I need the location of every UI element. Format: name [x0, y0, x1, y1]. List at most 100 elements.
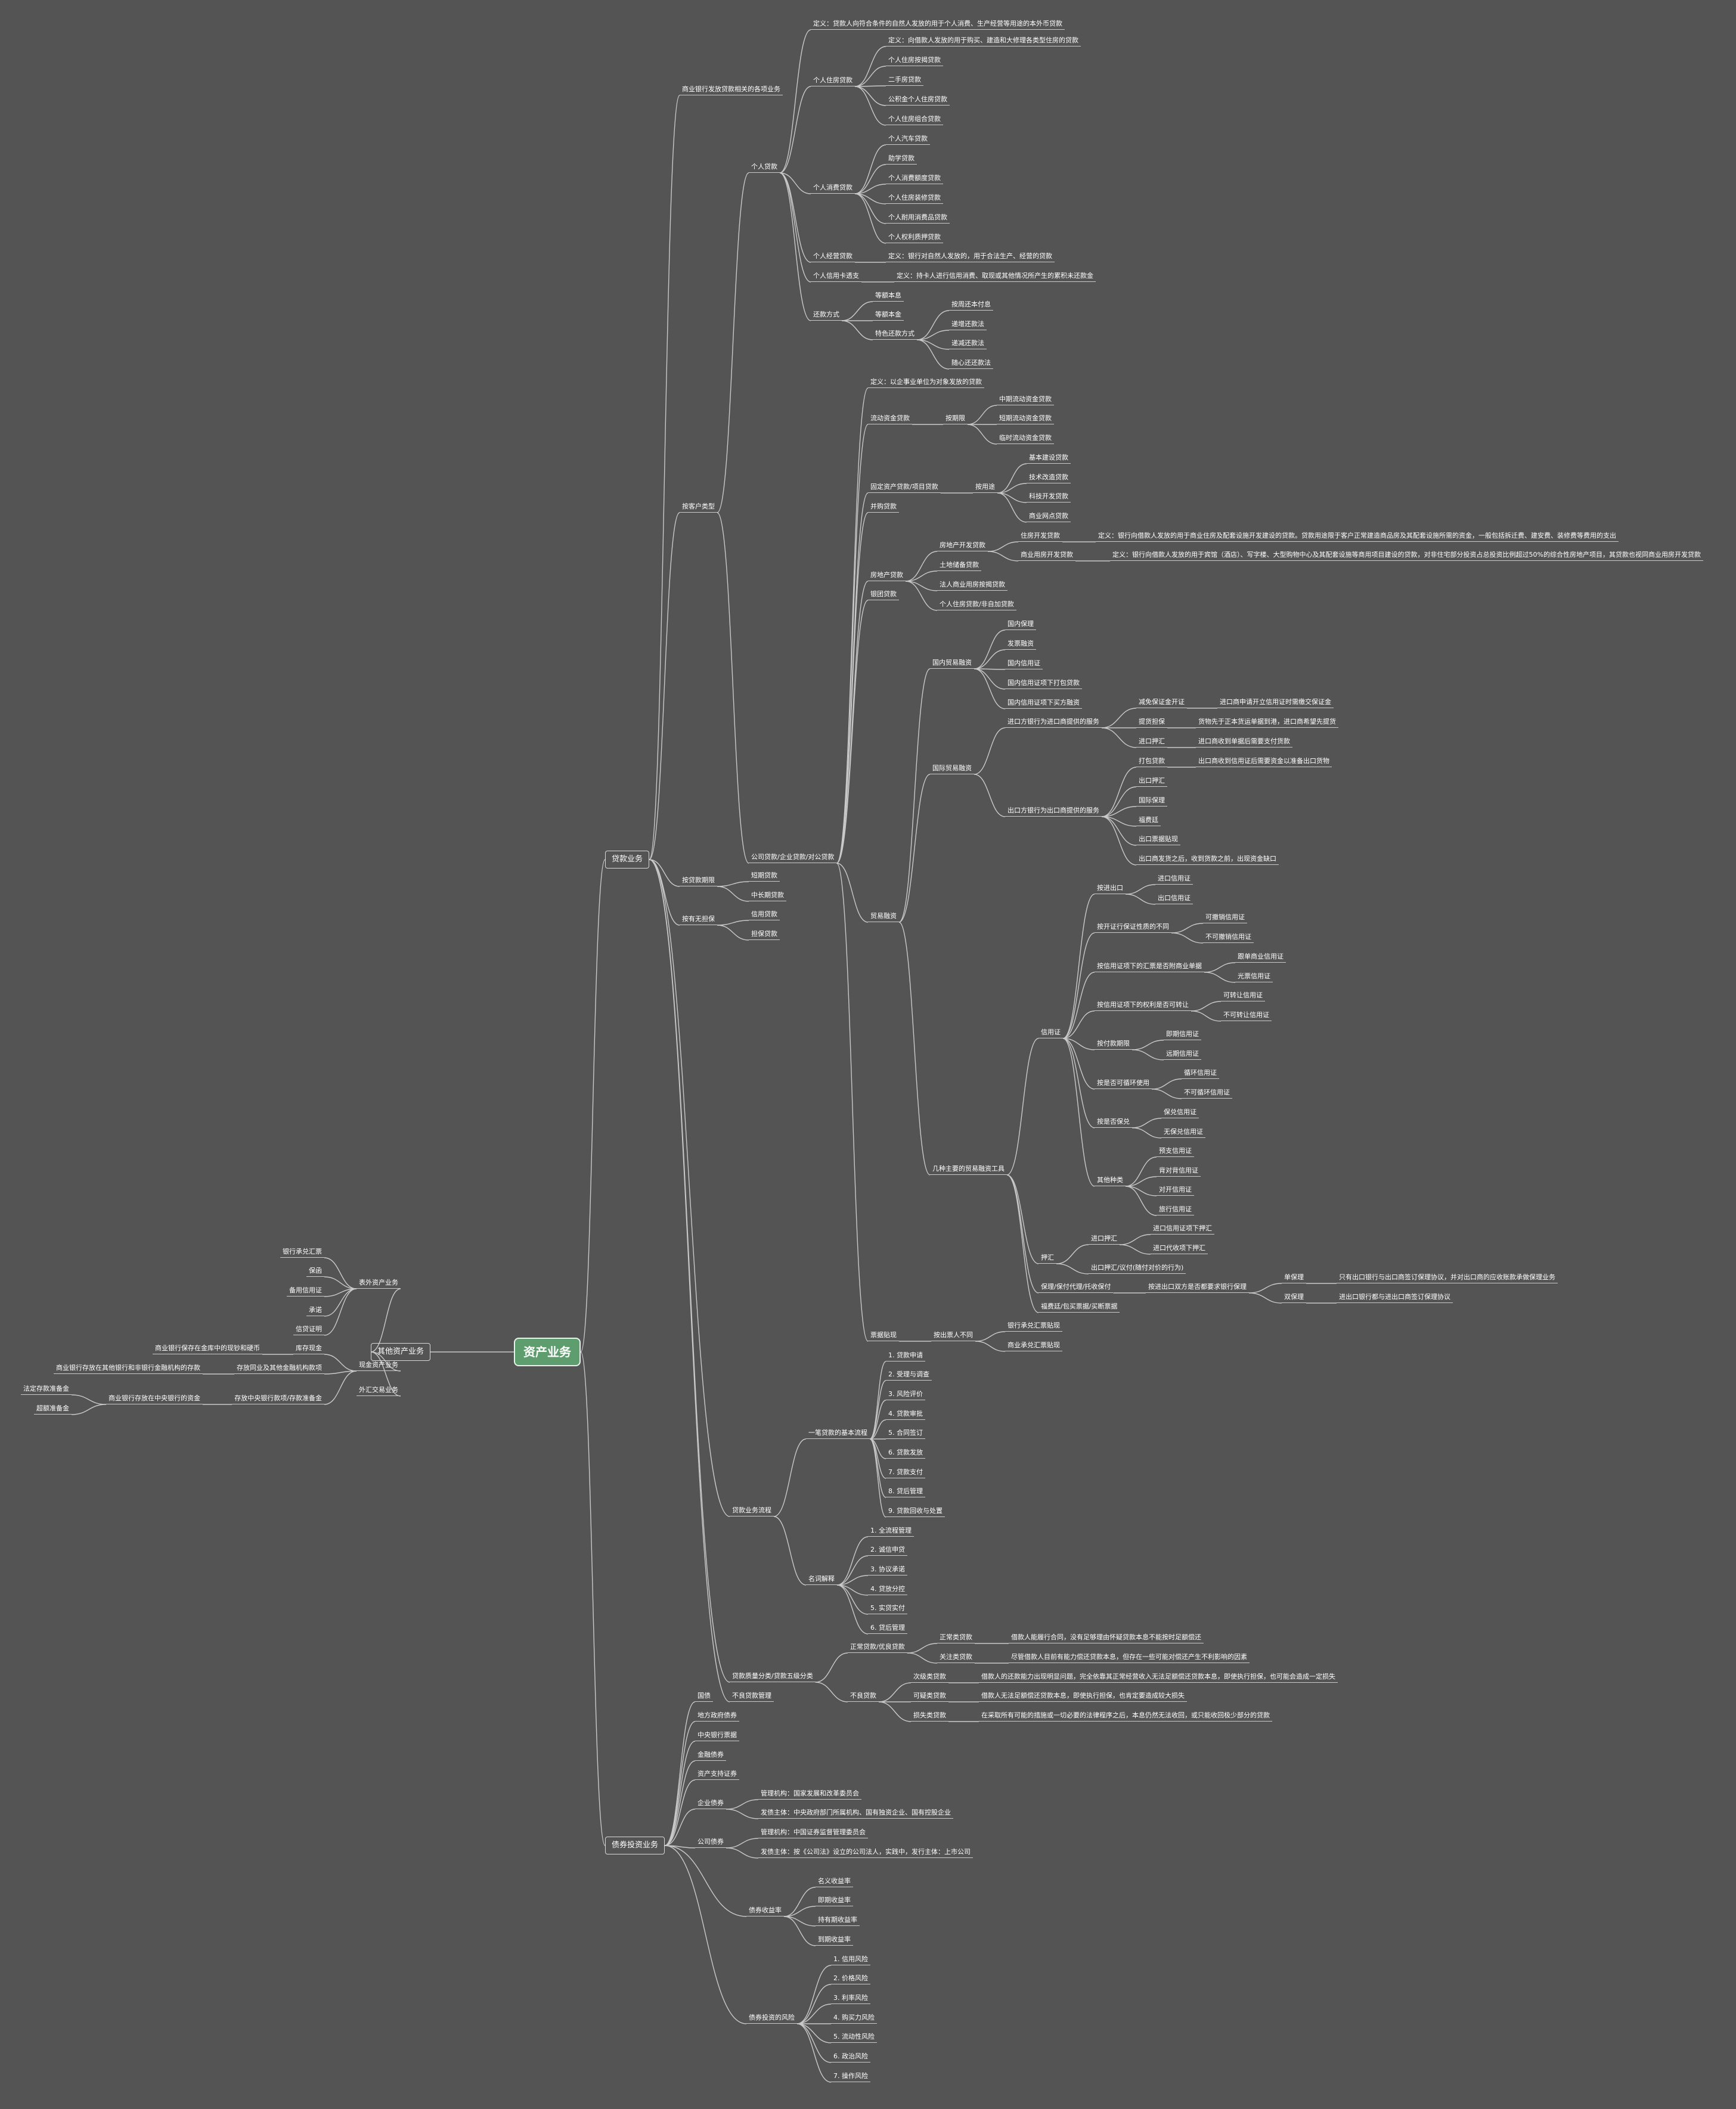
mindmap-node-a221[interactable]: 定义：以企事业单位为对象发放的贷款 — [868, 377, 984, 388]
mindmap-node-a2124[interactable]: 公积金个人住房贷款 — [886, 94, 950, 106]
mindmap-node-l1b3a[interactable]: 商业银行存放在中央银行的资金 — [106, 1393, 203, 1404]
mindmap-node-a224[interactable]: 并购贷款 — [868, 501, 899, 513]
mindmap-node-l1b2[interactable]: 存放同业及其他金融机构款项 — [234, 1363, 324, 1374]
mindmap-node-a2273311[interactable]: 单保理 — [1282, 1272, 1306, 1283]
mindmap-node-a22211[interactable]: 中期流动资金贷款 — [997, 394, 1054, 405]
mindmap-node-a6221[interactable]: 借款人无法足额偿还贷款本息，即使执行担保，也肯定要造成较大损失 — [979, 1691, 1187, 1702]
mindmap-node-a61[interactable]: 正常贷款/优良贷款 — [848, 1642, 907, 1653]
mindmap-node-a2121[interactable]: 定义：向借款人发放的用于购买、建造和大修理各类型住房的贷款 — [886, 35, 1081, 46]
mindmap-node-a2273183[interactable]: 对开信用证 — [1157, 1184, 1194, 1196]
mindmap-node-a2[interactable]: 按客户类型 — [680, 501, 717, 513]
mindmap-node-a22733[interactable]: 保理/保付代理/托收保付 — [1038, 1282, 1114, 1293]
mindmap-node-a2231[interactable]: 按用途 — [973, 482, 997, 493]
mindmap-node-a22511[interactable]: 住房开发贷款 — [1018, 531, 1062, 542]
mindmap-node-a516[interactable]: 6. 贷款发放 — [886, 1447, 925, 1459]
mindmap-node-a523[interactable]: 3. 协议承诺 — [868, 1564, 907, 1575]
mindmap-node-l1b1[interactable]: 库存现金 — [293, 1343, 324, 1354]
mindmap-node-a6211[interactable]: 借款人的还款能力出现明显问题，完全依靠其正常经营收入无法足额偿还贷款本息，即使执… — [979, 1671, 1338, 1683]
mindmap-node-a2272111[interactable]: 进口商申请开立信用证时需缴交保证金 — [1217, 697, 1334, 708]
mindmap-node-a227331[interactable]: 按进出口双方是否都要求银行保理 — [1146, 1282, 1249, 1293]
mindmap-node-a2273211[interactable]: 进口信用证项下押汇 — [1151, 1223, 1214, 1235]
mindmap-node-a513[interactable]: 3. 风险评价 — [886, 1389, 925, 1400]
mindmap-node-a22733121[interactable]: 进出口银行都与进出口商签订保理协议 — [1337, 1292, 1453, 1303]
mindmap-node-a22312[interactable]: 技术改造贷款 — [1027, 472, 1071, 483]
mindmap-node-a22721[interactable]: 进口方银行为进口商提供的服务 — [1005, 717, 1102, 728]
mindmap-node-a512[interactable]: 2. 受理与调查 — [886, 1369, 932, 1381]
mindmap-node-a3[interactable]: 按贷款期限 — [680, 875, 717, 886]
mindmap-node-a22811[interactable]: 银行承兑汇票贴现 — [1005, 1320, 1062, 1332]
mindmap-node-a[interactable]: 贷款业务 — [605, 851, 650, 869]
mindmap-node-a22734[interactable]: 福费廷/包买票据/买断票据 — [1038, 1301, 1120, 1313]
mindmap-node-a216[interactable]: 还款方式 — [811, 309, 842, 321]
mindmap-node-a212[interactable]: 个人住房贷款 — [811, 75, 855, 86]
mindmap-node-a2161[interactable]: 等额本息 — [873, 290, 904, 302]
mindmap-node-a227311[interactable]: 按进出口 — [1095, 883, 1126, 894]
mindmap-node-a213[interactable]: 个人消费贷款 — [811, 182, 855, 194]
mindmap-node-a227322[interactable]: 出口押汇/议付(随付对价的行为) — [1089, 1263, 1186, 1274]
mindmap-node-a2135[interactable]: 个人耐用消费品贷款 — [886, 212, 950, 224]
mindmap-node-a211[interactable]: 定义：贷款人向符合条件的自然人发放的用于个人消费、生产经营等用途的本外币贷款 — [811, 18, 1065, 30]
mindmap-node-a22512[interactable]: 商业用房开发贷款 — [1018, 550, 1075, 561]
mindmap-node-a2273161[interactable]: 循环信用证 — [1182, 1068, 1219, 1079]
mindmap-node-a526[interactable]: 6. 贷后管理 — [868, 1623, 907, 1634]
mindmap-node-a515[interactable]: 5. 合同签订 — [886, 1428, 925, 1439]
mindmap-node-a226[interactable]: 银团贷款 — [868, 589, 899, 600]
mindmap-node-a2131[interactable]: 个人汽车贷款 — [886, 134, 930, 145]
mindmap-node-a519[interactable]: 9. 贷款回收与处置 — [886, 1506, 945, 1517]
mindmap-node-a2273172[interactable]: 无保兑信用证 — [1161, 1127, 1205, 1138]
mindmap-node-a2163[interactable]: 特色还款方式 — [873, 328, 917, 340]
mindmap-node-a2272[interactable]: 国际贸易融资 — [930, 763, 974, 774]
mindmap-node-a63[interactable]: 不良贷款管理 — [730, 1691, 774, 1702]
mindmap-node-b96[interactable]: 6. 政治风险 — [831, 2051, 870, 2063]
mindmap-node-a2273181[interactable]: 预支信用证 — [1157, 1146, 1194, 1157]
mindmap-node-a2273[interactable]: 几种主要的贸易融资工具 — [930, 1164, 1007, 1175]
mindmap-node-l1a4[interactable]: 承诺 — [306, 1305, 324, 1316]
mindmap-node-a227318[interactable]: 其他种类 — [1095, 1175, 1126, 1186]
mindmap-node-a2273182[interactable]: 背对背信用证 — [1157, 1165, 1201, 1177]
mindmap-node-a2273151[interactable]: 即期信用证 — [1164, 1029, 1201, 1040]
mindmap-node-a525[interactable]: 5. 实贷实付 — [868, 1603, 907, 1614]
mindmap-node-b97[interactable]: 7. 操作风险 — [831, 2071, 870, 2082]
mindmap-node-b9[interactable]: 债券投资的风险 — [746, 2012, 797, 2024]
mindmap-node-a227223[interactable]: 国际保理 — [1136, 795, 1167, 807]
mindmap-node-a2272121[interactable]: 货物先于正本货运单据到港，进口商希望先提货 — [1196, 717, 1338, 728]
mindmap-node-b82[interactable]: 即期收益率 — [816, 1895, 853, 1906]
mindmap-node-b61[interactable]: 管理机构：国家发展和改革委员会 — [758, 1788, 861, 1800]
mindmap-node-a2273132[interactable]: 光票信用证 — [1235, 971, 1273, 982]
mindmap-node-a31[interactable]: 短期贷款 — [749, 870, 780, 882]
mindmap-node-a22[interactable]: 公司贷款/企业贷款/对公贷款 — [749, 852, 837, 863]
mindmap-node-a524[interactable]: 4. 贷放分控 — [868, 1584, 907, 1595]
mindmap-node-a52[interactable]: 名词解释 — [806, 1574, 837, 1585]
mindmap-node-a511[interactable]: 1. 贷款申请 — [886, 1350, 925, 1361]
mindmap-node-a22715[interactable]: 国内信用证项下买方融资 — [1005, 697, 1082, 709]
mindmap-node-a6111[interactable]: 借款人能履行合同，没有足够理由怀疑贷款本息不能按时足额偿还 — [1009, 1632, 1204, 1643]
mindmap-node-a227211[interactable]: 减免保证金开证 — [1136, 697, 1187, 708]
mindmap-node-root[interactable]: 资产业务 — [514, 1338, 581, 1366]
mindmap-node-a622[interactable]: 可疑类贷款 — [911, 1691, 948, 1702]
mindmap-node-a2251[interactable]: 房地产开发贷款 — [937, 540, 988, 551]
mindmap-node-a62[interactable]: 不良贷款 — [848, 1691, 879, 1702]
mindmap-node-b[interactable]: 债券投资业务 — [605, 1837, 665, 1854]
mindmap-node-b8[interactable]: 债券收益率 — [746, 1905, 784, 1916]
mindmap-node-l1b1a[interactable]: 商业银行保存在金库中的现钞和硬币 — [153, 1343, 262, 1354]
mindmap-node-a623[interactable]: 损失类贷款 — [911, 1710, 948, 1722]
mindmap-node-a517[interactable]: 7. 贷款支付 — [886, 1467, 925, 1478]
mindmap-node-b71[interactable]: 管理机构：中国证券监督管理委员会 — [758, 1827, 868, 1838]
mindmap-node-a612[interactable]: 关注类贷款 — [937, 1652, 975, 1663]
mindmap-node-a2136[interactable]: 个人权利质押贷款 — [886, 232, 943, 243]
mindmap-node-a22714[interactable]: 国内信用证项下打包贷款 — [1005, 678, 1082, 689]
mindmap-node-b81[interactable]: 名义收益率 — [816, 1876, 853, 1887]
mindmap-node-a21[interactable]: 个人贷款 — [749, 162, 780, 173]
mindmap-node-a2273122[interactable]: 不可撤销信用证 — [1203, 932, 1254, 943]
mindmap-node-a2273162[interactable]: 不可循环信用证 — [1182, 1087, 1232, 1099]
mindmap-node-a521[interactable]: 1. 全流程管理 — [868, 1525, 914, 1537]
mindmap-node-b62[interactable]: 发债主体：中央政府部门所属机构、国有独资企业、国有控股企业 — [758, 1807, 953, 1819]
mindmap-node-a2273131[interactable]: 跟单商业信用证 — [1235, 951, 1286, 963]
mindmap-node-a227321[interactable]: 进口押汇 — [1089, 1233, 1120, 1245]
mindmap-node-a227314[interactable]: 按信用证项下的权利是否可转让 — [1095, 1000, 1191, 1011]
mindmap-node-a2221[interactable]: 按期限 — [943, 413, 968, 424]
mindmap-node-a228[interactable]: 票据贴现 — [868, 1330, 899, 1341]
mindmap-node-a21631[interactable]: 按周还本付息 — [949, 299, 993, 311]
mindmap-node-a51[interactable]: 一笔贷款的基本流程 — [806, 1428, 870, 1439]
mindmap-node-a227316[interactable]: 按是否可循环使用 — [1095, 1078, 1152, 1089]
